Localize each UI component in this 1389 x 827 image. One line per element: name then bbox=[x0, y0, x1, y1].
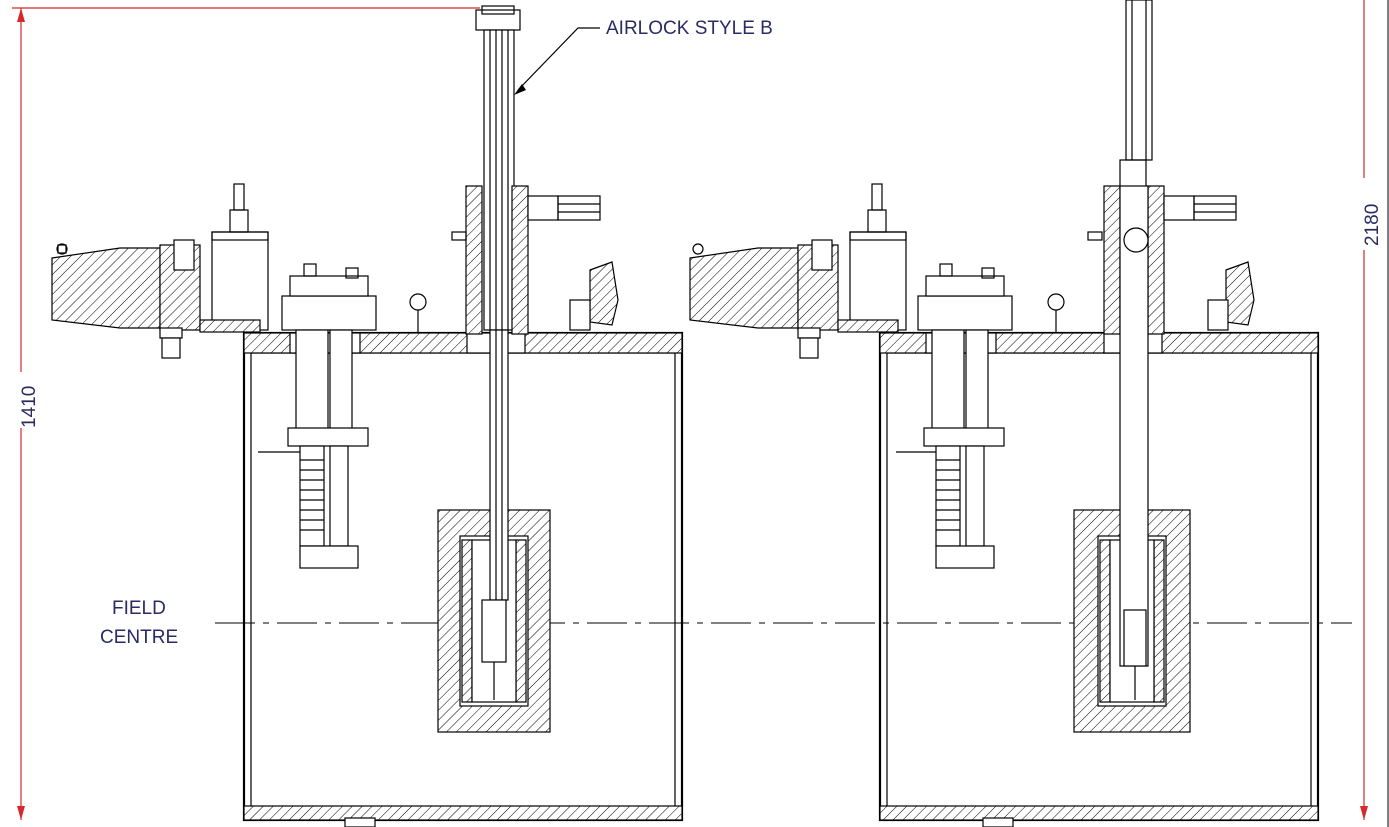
left-bellows bbox=[300, 459, 324, 531]
left-assembly bbox=[51, 5, 684, 827]
field-label-line1: FIELD bbox=[112, 598, 166, 619]
left-height-dimension: 1410 bbox=[19, 386, 40, 428]
left-dimension-line bbox=[8, 7, 480, 820]
airlock-leader bbox=[514, 27, 600, 95]
right-height-dimension: 2180 bbox=[1362, 204, 1383, 246]
right-dimension-line bbox=[1352, 0, 1389, 827]
airlock-style-label: AIRLOCK STYLE B bbox=[606, 18, 773, 39]
field-label-line2: CENTRE bbox=[100, 627, 178, 648]
right-assembly bbox=[689, 0, 1320, 827]
right-bellows bbox=[936, 459, 960, 531]
